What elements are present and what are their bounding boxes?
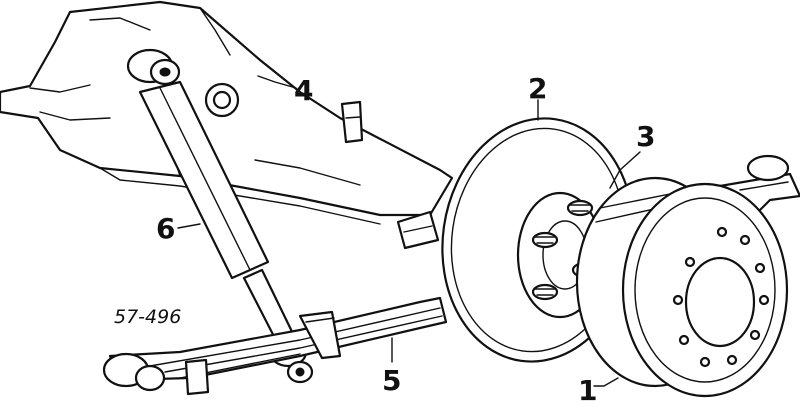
callout-1: 1	[578, 374, 597, 407]
callout-2: 2	[528, 72, 547, 105]
brake-drum	[575, 176, 789, 398]
callout-6: 6	[156, 212, 175, 245]
callout-5: 5	[382, 364, 401, 397]
leaf-spring	[102, 154, 800, 396]
callout-4: 4	[294, 74, 313, 107]
leader-lines	[177, 75, 641, 387]
figure-code: 57-496	[114, 306, 181, 328]
lug-holes	[672, 226, 770, 368]
callout-3: 3	[636, 120, 655, 153]
